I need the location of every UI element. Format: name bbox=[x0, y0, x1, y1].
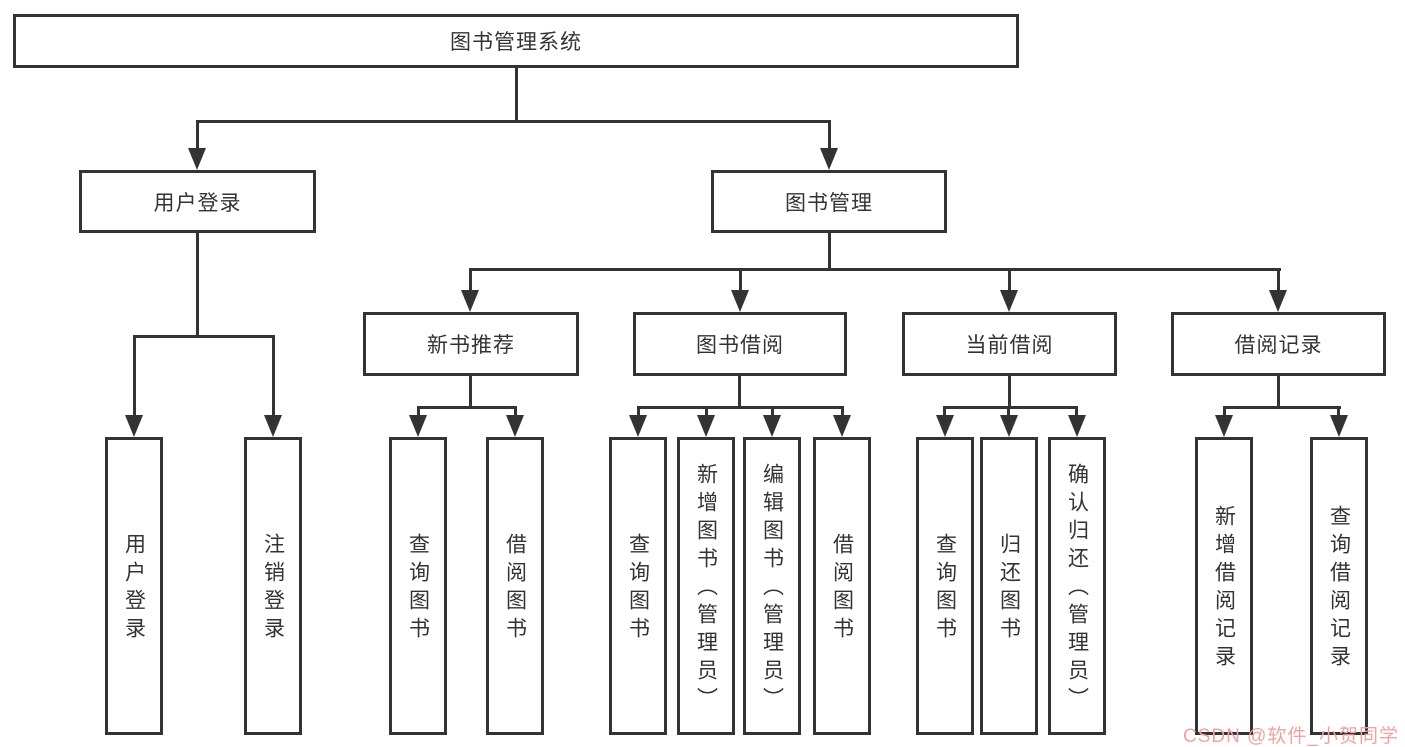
node-leaf-query-books-borrow: 查询图书 bbox=[609, 437, 667, 735]
connector-drop bbox=[1075, 406, 1078, 417]
arrow-down-icon bbox=[936, 415, 954, 437]
connector-borrow-records-split bbox=[1223, 406, 1341, 409]
arrow-down-icon bbox=[1000, 415, 1018, 437]
connector-borrow-records-stem bbox=[1277, 376, 1280, 409]
arrow-down-icon bbox=[697, 415, 715, 437]
node-leaf-user-login: 用户登录 bbox=[105, 437, 163, 735]
connector-user-login-split bbox=[133, 335, 275, 338]
node-leaf-add-borrow-record: 新增借阅记录 bbox=[1195, 437, 1253, 735]
node-leaf-query-borrow-record: 查询借阅记录 bbox=[1310, 437, 1368, 735]
node-leaf-logout: 注销登录 bbox=[244, 437, 302, 735]
arrow-down-icon bbox=[1330, 415, 1348, 437]
node-borrow-records: 借阅记录 bbox=[1171, 312, 1386, 376]
node-new-books: 新书推荐 bbox=[363, 312, 579, 376]
arrow-down-icon bbox=[188, 148, 206, 170]
connector-drop bbox=[841, 406, 844, 417]
connector-new-books-split bbox=[417, 406, 517, 409]
connector-drop bbox=[771, 406, 774, 417]
arrow-down-icon bbox=[1269, 290, 1287, 312]
connector-book-borrow-split bbox=[637, 406, 844, 409]
csdn-watermark: CSDN @软件_小贺同学 bbox=[1183, 726, 1399, 747]
connector-new-books-stem bbox=[469, 376, 472, 409]
node-leaf-borrow-books-newbooks: 借阅图书 bbox=[486, 437, 544, 735]
arrow-down-icon bbox=[731, 290, 749, 312]
connector-drop-book-borrow bbox=[739, 268, 742, 292]
arrow-down-icon bbox=[763, 415, 781, 437]
arrow-down-icon bbox=[1068, 415, 1086, 437]
node-leaf-edit-books-admin: 编辑图书（管理员） bbox=[743, 437, 801, 735]
connector-current-borrow-stem bbox=[1008, 376, 1011, 409]
node-leaf-query-books-newbooks: 查询图书 bbox=[389, 437, 447, 735]
connector-current-borrow-split bbox=[943, 406, 1078, 409]
connector-drop-new-books bbox=[469, 268, 472, 292]
arrow-down-icon bbox=[833, 415, 851, 437]
connector-drop-leaf-logout bbox=[272, 335, 275, 417]
connector-drop-leaf-user-login bbox=[133, 335, 136, 417]
connector-drop bbox=[705, 406, 708, 417]
connector-root-stem bbox=[515, 68, 518, 123]
node-leaf-confirm-return-admin: 确认归还（管理员） bbox=[1048, 437, 1106, 735]
connector-drop bbox=[943, 406, 946, 417]
node-leaf-add-books-admin: 新增图书（管理员） bbox=[677, 437, 735, 735]
arrow-down-icon bbox=[820, 148, 838, 170]
node-leaf-query-books-current: 查询图书 bbox=[916, 437, 974, 735]
node-leaf-borrow-books: 借阅图书 bbox=[813, 437, 871, 735]
connector-book-management-stem bbox=[828, 233, 831, 271]
connector-drop bbox=[1337, 406, 1340, 417]
connector-book-borrow-stem bbox=[738, 376, 741, 409]
connector-drop bbox=[1223, 406, 1226, 417]
arrow-down-icon bbox=[629, 415, 647, 437]
connector-categories-split bbox=[469, 268, 1281, 271]
connector-drop-current-borrow bbox=[1008, 268, 1011, 292]
connector-drop-book-management bbox=[828, 120, 831, 150]
connector-drop bbox=[1007, 406, 1010, 417]
node-leaf-return-books: 归还图书 bbox=[980, 437, 1038, 735]
node-root: 图书管理系统 bbox=[13, 14, 1019, 68]
node-current-borrow: 当前借阅 bbox=[902, 312, 1117, 376]
connector-drop bbox=[417, 406, 420, 417]
arrow-down-icon bbox=[1000, 290, 1018, 312]
node-book-borrow: 图书借阅 bbox=[633, 312, 847, 376]
node-book-management: 图书管理 bbox=[711, 170, 947, 233]
arrow-down-icon bbox=[1215, 415, 1233, 437]
connector-drop-borrow-records bbox=[1277, 268, 1280, 292]
arrow-down-icon bbox=[461, 290, 479, 312]
arrow-down-icon bbox=[125, 415, 143, 437]
connector-drop bbox=[637, 406, 640, 417]
arrow-down-icon bbox=[409, 415, 427, 437]
arrow-down-icon bbox=[506, 415, 524, 437]
connector-drop-user-login bbox=[196, 120, 199, 150]
node-user-login: 用户登录 bbox=[79, 170, 316, 233]
connector-user-login-stem bbox=[196, 233, 199, 338]
arrow-down-icon bbox=[264, 415, 282, 437]
connector-level2-split bbox=[196, 120, 831, 123]
connector-drop bbox=[514, 406, 517, 417]
